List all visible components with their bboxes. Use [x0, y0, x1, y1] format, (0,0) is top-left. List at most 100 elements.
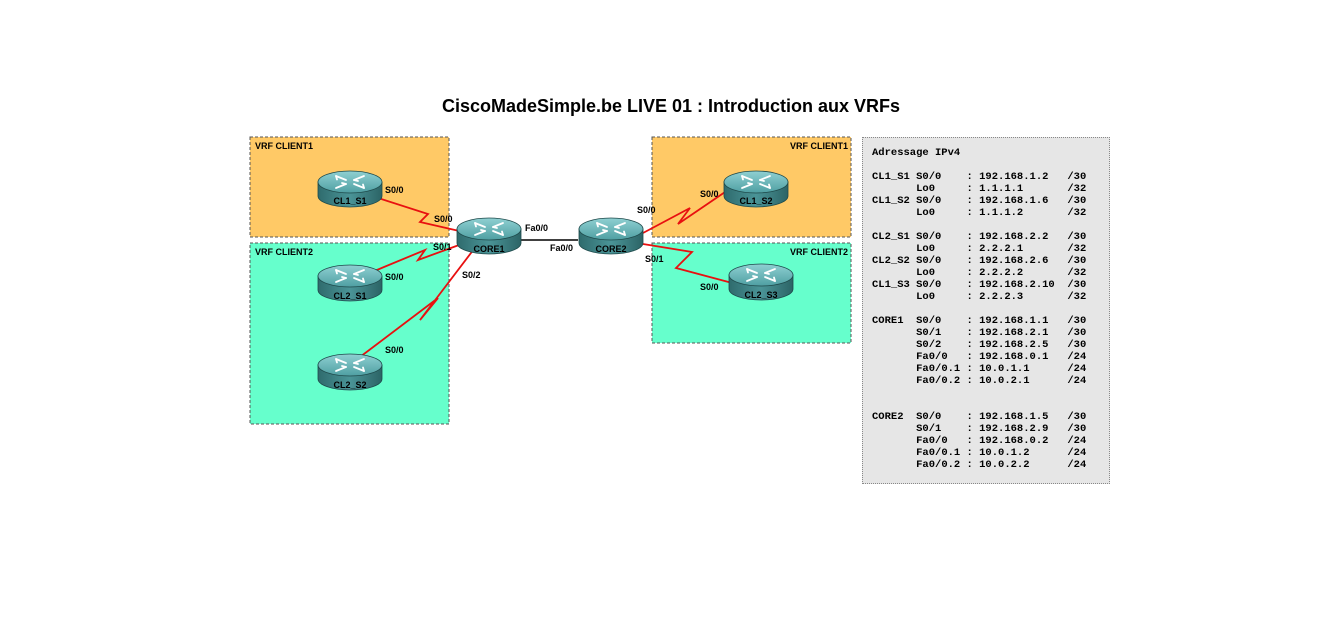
- interface-label: S0/0: [385, 345, 404, 355]
- subnet-mask: /32: [1067, 291, 1087, 303]
- address-row: Fa0/0.1: 10.0.1.1 /24: [916, 363, 1087, 375]
- interface-name: Lo0: [916, 291, 936, 303]
- address-row: Fa0/0.2: 10.0.2.1 /24: [916, 375, 1087, 387]
- addressing-panel: Adressage IPv4 CL1_S1 S0/0: 192.168.1.2 …: [862, 137, 1110, 484]
- address-block: CORE1 S0/0: 192.168.1.1 /30 S0/1: 192.16…: [872, 315, 1109, 387]
- address-block: CORE2 S0/0: 192.168.1.5 /30 S0/1: 192.16…: [872, 411, 1109, 471]
- address-row: S0/1: 192.168.2.1 /30: [916, 327, 1087, 339]
- interface-label: S0/2: [462, 270, 481, 280]
- interface-name: S0/0: [916, 315, 942, 327]
- addressing-table: CL1_S1 S0/0: 192.168.1.2 /30 Lo0: 1.1.1.…: [872, 171, 1109, 471]
- zone-label: VRF CLIENT1: [790, 141, 848, 151]
- device-name: CL2_S1: [872, 231, 910, 243]
- interface-name: Fa0/0: [916, 435, 948, 447]
- interface-name: Fa0/0: [916, 351, 948, 363]
- ip-address: 10.0.2.1: [979, 375, 1030, 387]
- interface-label: S0/0: [700, 189, 719, 199]
- interface-label: S0/1: [433, 242, 452, 252]
- serial-link-core2-cl1s2: [642, 189, 729, 234]
- address-row: Lo0: 1.1.1.2 /32: [916, 207, 1087, 219]
- interface-name: Lo0: [916, 207, 936, 219]
- interface-name: S0/0: [916, 411, 942, 423]
- ip-address: 192.168.1.6: [979, 195, 1049, 207]
- subnet-mask: /24: [1067, 435, 1087, 447]
- subnet-mask: /30: [1067, 411, 1087, 423]
- ip-address: 10.0.2.2: [979, 459, 1030, 471]
- interface-name: Lo0: [916, 243, 936, 255]
- router-cl1s2[interactable]: CL1_S2: [723, 170, 789, 208]
- ip-address: 2.2.2.2: [979, 267, 1024, 279]
- router-cl1s1[interactable]: CL1_S1: [317, 170, 383, 208]
- address-row: Fa0/0: 192.168.0.1 /24: [916, 351, 1087, 363]
- subnet-mask: /24: [1067, 459, 1087, 471]
- ip-address: 192.168.0.2: [979, 435, 1049, 447]
- address-row: CL1_S3 S0/0: 192.168.2.10 /30: [872, 279, 1087, 291]
- ip-address: 10.0.1.1: [979, 363, 1030, 375]
- address-row: CORE2 S0/0: 192.168.1.5 /30: [872, 411, 1087, 423]
- device-name: CORE2: [872, 411, 904, 423]
- address-row: Lo0: 2.2.2.1 /32: [916, 243, 1087, 255]
- ip-address: 10.0.1.2: [979, 447, 1030, 459]
- address-row: CL2_S1 S0/0: 192.168.2.2 /30: [872, 231, 1087, 243]
- subnet-mask: /30: [1067, 231, 1087, 243]
- router-label: CL1_S2: [739, 196, 772, 206]
- router-label: CORE2: [595, 244, 626, 254]
- address-row: CL2_S2 S0/0: 192.168.2.6 /30: [872, 255, 1087, 267]
- network-diagram: VRF CLIENT1 VRF CLIENT2 VRF CLIENT1 VRF …: [249, 136, 852, 425]
- device-name: CL1_S2: [872, 195, 910, 207]
- address-row: S0/1: 192.168.2.9 /30: [916, 423, 1087, 435]
- subnet-mask: /30: [1067, 339, 1087, 351]
- diagram-title: CiscoMadeSimple.be LIVE 01 : Introductio…: [441, 96, 901, 116]
- address-row: CL1_S1 S0/0: 192.168.1.2 /30: [872, 171, 1087, 183]
- subnet-mask: /32: [1067, 183, 1087, 195]
- subnet-mask: /30: [1067, 171, 1087, 183]
- interface-label: S0/1: [645, 254, 664, 264]
- interface-label: S0/0: [385, 185, 404, 195]
- router-label: CL2_S1: [333, 291, 366, 301]
- address-row: Fa0/0.2: 10.0.2.2 /24: [916, 459, 1087, 471]
- ip-address: 192.168.2.1: [979, 327, 1049, 339]
- address-row: CORE1 S0/0: 192.168.1.1 /30: [872, 315, 1087, 327]
- ip-address: 192.168.1.2: [979, 171, 1049, 183]
- subnet-mask: /24: [1067, 363, 1087, 375]
- subnet-mask: /30: [1067, 327, 1087, 339]
- interface-name: Fa0/0.1: [916, 447, 961, 459]
- interface-name: S0/0: [916, 195, 942, 207]
- address-block: CL1_S1 S0/0: 192.168.1.2 /30 Lo0: 1.1.1.…: [872, 171, 1109, 219]
- router-core1[interactable]: CORE1: [456, 217, 522, 255]
- ip-address: 1.1.1.2: [979, 207, 1024, 219]
- subnet-mask: /24: [1067, 375, 1087, 387]
- interface-label: S0/0: [434, 214, 453, 224]
- interface-name: S0/0: [916, 231, 942, 243]
- interface-name: Fa0/0.2: [916, 375, 961, 387]
- interface-name: S0/0: [916, 171, 942, 183]
- serial-link-cl1s1-core1: [371, 195, 469, 234]
- address-row: Fa0/0.1: 10.0.1.2 /24: [916, 447, 1087, 459]
- router-cl2s2[interactable]: CL2_S2: [317, 353, 383, 391]
- ip-address: 192.168.2.6: [979, 255, 1049, 267]
- ip-address: 2.2.2.3: [979, 291, 1024, 303]
- interface-name: Lo0: [916, 267, 936, 279]
- serial-link-cl2s1-core1: [371, 240, 471, 273]
- serial-link-core2-cl2s3: [642, 243, 737, 285]
- ip-address: 192.168.2.2: [979, 231, 1049, 243]
- router-cl2s3[interactable]: CL2_S3: [728, 263, 794, 301]
- router-cl2s1[interactable]: CL2_S1: [317, 264, 383, 302]
- ip-address: 192.168.2.5: [979, 339, 1049, 351]
- interface-name: Fa0/0.2: [916, 459, 961, 471]
- subnet-mask: /24: [1067, 447, 1087, 459]
- subnet-mask: /30: [1067, 423, 1087, 435]
- address-row: Lo0: 1.1.1.1 /32: [916, 183, 1087, 195]
- router-label: CL2_S3: [744, 290, 777, 300]
- address-row: S0/2: 192.168.2.5 /30: [916, 339, 1087, 351]
- router-label: CL2_S2: [333, 380, 366, 390]
- address-row: Lo0: 2.2.2.2 /32: [916, 267, 1087, 279]
- interface-label: S0/0: [385, 272, 404, 282]
- ip-address: 1.1.1.1: [979, 183, 1024, 195]
- zone-label: VRF CLIENT2: [790, 247, 848, 257]
- address-row: Lo0: 2.2.2.3 /32: [916, 291, 1087, 303]
- router-label: CL1_S1: [333, 196, 366, 206]
- interface-label: S0/0: [637, 205, 656, 215]
- router-core2[interactable]: CORE2: [578, 217, 644, 255]
- subnet-mask: /30: [1067, 315, 1087, 327]
